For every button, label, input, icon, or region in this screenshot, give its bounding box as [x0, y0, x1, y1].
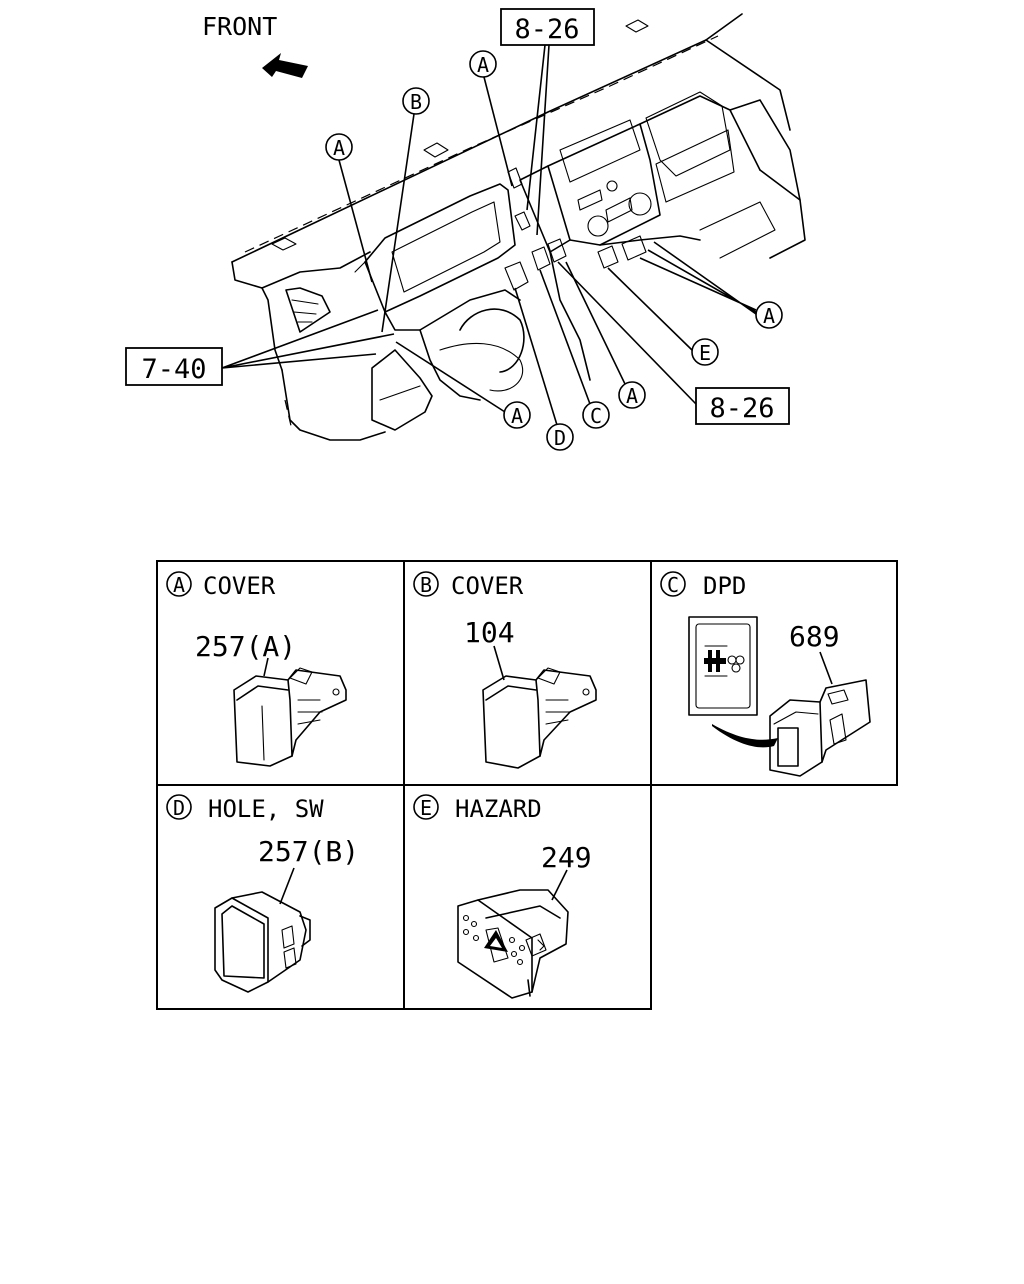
callout-a-3[interactable]: A	[503, 401, 531, 429]
part-number: 257(A)	[195, 630, 296, 663]
part-letter: B	[420, 573, 432, 597]
callout-b[interactable]: B	[402, 87, 430, 115]
part-letter: E	[420, 796, 432, 820]
part-cell-a[interactable]: A COVER 257(A)	[166, 571, 347, 767]
part-cell-c[interactable]: C DPD 689	[660, 571, 871, 777]
callout-d[interactable]: D	[546, 423, 574, 451]
callout-a-1[interactable]: A	[325, 133, 353, 161]
part-letter: A	[173, 573, 185, 597]
callout-a-2[interactable]: A	[469, 50, 497, 78]
callout-letter: D	[554, 426, 566, 450]
part-name: COVER	[451, 572, 524, 600]
part-cell-e[interactable]: E HAZARD 249	[413, 794, 592, 999]
reference-7-40[interactable]: 7-40	[125, 347, 223, 386]
callout-letter: C	[590, 404, 602, 428]
part-letter: C	[667, 573, 679, 597]
part-cell-b[interactable]: B COVER 104	[413, 571, 597, 769]
callout-letter: A	[333, 136, 345, 160]
callout-c[interactable]: C	[582, 401, 610, 429]
part-number: 689	[789, 620, 840, 653]
front-label: FRONT	[202, 12, 277, 41]
hazard-switch-icon	[457, 869, 569, 999]
part-number: 249	[541, 841, 592, 874]
reference-8-26-right[interactable]: 8-26	[695, 387, 790, 425]
hole-cover-icon	[214, 867, 311, 993]
reference-7-40-label: 7-40	[141, 354, 206, 385]
part-number: 257(B)	[258, 835, 359, 868]
parts-grid	[156, 560, 898, 1010]
part-letter: D	[173, 796, 185, 820]
cover-switch-icon	[482, 645, 597, 769]
part-name: COVER	[203, 572, 276, 600]
part-number: 104	[464, 616, 515, 649]
front-indicator: FRONT	[202, 12, 308, 78]
callout-letter: A	[626, 384, 638, 408]
callout-letter: E	[699, 341, 711, 365]
callout-letter: A	[511, 404, 523, 428]
callout-a-4[interactable]: A	[618, 381, 646, 409]
callout-letter: B	[410, 90, 422, 114]
part-cell-d[interactable]: D HOLE, SW 257(B)	[166, 794, 359, 993]
dpd-symbol-panel	[688, 616, 758, 716]
reference-8-26-right-label: 8-26	[709, 393, 774, 424]
cover-switch-icon	[233, 657, 347, 767]
reference-8-26-top-label: 8-26	[514, 14, 579, 45]
callout-letter: A	[477, 53, 489, 77]
leader-lines	[221, 44, 757, 426]
callout-e[interactable]: E	[691, 338, 719, 366]
dpd-switch-icon	[712, 651, 871, 777]
dashboard-illustration	[231, 13, 806, 441]
part-name: DPD	[703, 572, 746, 600]
part-name: HAZARD	[455, 795, 542, 823]
part-name: HOLE, SW	[208, 795, 324, 823]
callout-letter: A	[763, 304, 775, 328]
callout-a-5[interactable]: A	[755, 301, 783, 329]
front-arrow-icon	[262, 53, 308, 78]
reference-8-26-top[interactable]: 8-26	[500, 8, 595, 46]
